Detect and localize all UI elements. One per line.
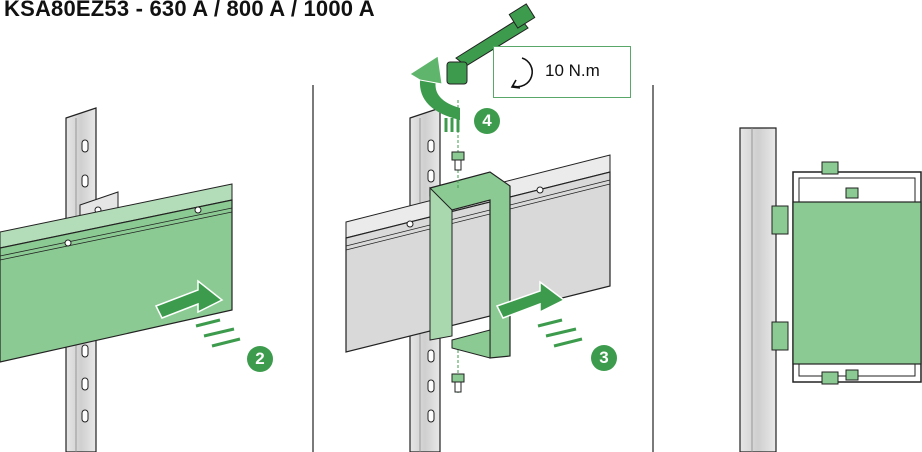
torque-value: 10 N.m <box>545 61 600 80</box>
step-badge-3: 3 <box>591 345 617 371</box>
push-arrow-3 <box>495 280 566 319</box>
panel-3 <box>739 127 922 452</box>
page-title: KSA80EZ53 - 630 A / 800 A / 1000 A <box>4 0 375 21</box>
busbar-section <box>792 201 922 365</box>
clockwise-rotation-icon <box>510 57 534 89</box>
step-badge-4: 4 <box>474 108 500 134</box>
screw-bottom <box>451 350 465 395</box>
upright-rail-3 <box>739 127 777 452</box>
rotation-arrow <box>419 80 460 120</box>
step-badge-2: 2 <box>247 346 273 372</box>
torque-spec-box: 10 N.m <box>493 46 631 98</box>
panel-1 <box>0 107 241 452</box>
push-arrow-2 <box>154 279 224 319</box>
panel-2 <box>345 3 611 452</box>
screw-top <box>451 100 465 188</box>
